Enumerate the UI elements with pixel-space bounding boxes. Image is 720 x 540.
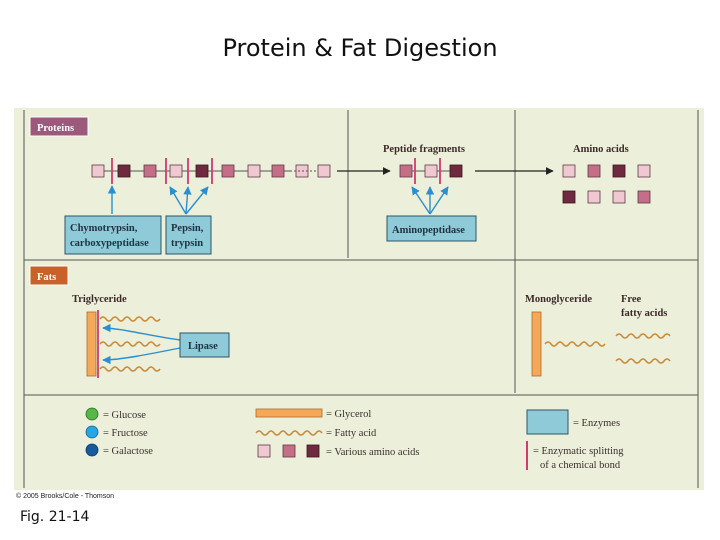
monoglyceride-label: Monoglyceride [525, 294, 592, 305]
fatty-acid [544, 341, 606, 347]
free-fatty-acid [615, 333, 671, 339]
legend-splitting-line2: of a chemical bond [540, 460, 621, 471]
figure-label: Fig. 21-14 [20, 509, 90, 525]
amino-acid [637, 164, 651, 178]
lipase-arrow [102, 347, 181, 365]
legend-galactose: = Galactose [103, 446, 153, 457]
enzyme-arrow [169, 186, 187, 215]
amino-dark-legend-icon [306, 444, 320, 458]
legend-glycerol: = Glycerol [326, 409, 371, 420]
enzyme-chymotrypsin-line1: Chymotrypsin, [70, 223, 138, 234]
lipase-arrow [102, 323, 181, 341]
copyright: © 2005 Brooks/Cole - Thomson [16, 493, 115, 500]
enzyme-box-chymotrypsin [64, 215, 162, 255]
amino-acid [143, 164, 157, 178]
protein-chain [91, 158, 331, 184]
amino-acid [424, 164, 438, 178]
legend-fructose: = Fructose [103, 428, 148, 439]
enzyme-box-aminopeptidase [386, 215, 477, 242]
amino-acid [587, 164, 601, 178]
amino-acid [117, 164, 131, 178]
legend-amino-acids: = Various amino acids [326, 447, 420, 458]
free-amino-acids [562, 164, 651, 204]
amino-acid [317, 164, 331, 178]
amino-acid [562, 190, 576, 204]
legend-glucose: = Glucose [103, 410, 146, 421]
amino-acid [221, 164, 235, 178]
legend-fatty-acid: = Fatty acid [326, 428, 377, 439]
free-fatty-acid [615, 358, 671, 364]
amino-light-legend-icon [257, 444, 271, 458]
amino-acid [587, 190, 601, 204]
peptide-fragments-label: Peptide fragments [383, 144, 465, 155]
enzyme-pepsin-line2: trypsin [171, 238, 203, 249]
free-fatty-acids-line1: Free [621, 294, 642, 305]
free-fatty-acids-line2: fatty acids [621, 308, 667, 319]
amino-acid [247, 164, 261, 178]
glycerol-legend-icon [255, 408, 323, 418]
amino-acid [612, 164, 626, 178]
proteins-tag: Proteins [37, 123, 74, 134]
amino-acid [562, 164, 576, 178]
fatty-acid-legend-icon [255, 430, 323, 436]
enzyme-arrow [185, 186, 209, 215]
amino-acid [91, 164, 105, 178]
amino-acid [195, 164, 209, 178]
enzyme-legend-icon [526, 409, 569, 435]
glycerol-bar [86, 311, 97, 377]
amino-acids-label: Amino acids [573, 144, 629, 155]
fructose-icon [85, 425, 99, 439]
amino-medium-legend-icon [282, 444, 296, 458]
amino-acid [169, 164, 183, 178]
monoglyceride-glycerol [531, 311, 542, 377]
enzyme-arrow [183, 186, 192, 215]
peptide-fragment [399, 158, 463, 184]
enzyme-pepsin-line1: Pepsin, [171, 223, 204, 234]
fatty-acid [99, 366, 161, 372]
fats-tag-bg [29, 265, 69, 286]
enzyme-box-lipase [179, 332, 230, 358]
legend-enzymes: = Enzymes [573, 418, 620, 429]
amino-acid [271, 164, 285, 178]
enzyme-arrow [429, 186, 449, 215]
fats-tag: Fats [37, 272, 56, 283]
triglyceride-label: Triglyceride [72, 294, 127, 305]
slide-title: Protein & Fat Digestion [222, 34, 498, 62]
amino-acid [399, 164, 413, 178]
amino-acid [612, 190, 626, 204]
fatty-acid [99, 316, 161, 322]
enzyme-arrow [411, 186, 431, 215]
fatty-acid [99, 341, 161, 347]
amino-acid [449, 164, 463, 178]
enzyme-chymotrypsin-line2: carboxypeptidase [70, 238, 149, 249]
amino-acid [637, 190, 651, 204]
legend-splitting-line1: = Enzymatic splitting [533, 446, 624, 457]
galactose-icon [85, 443, 99, 457]
enzyme-aminopeptidase: Aminopeptidase [392, 225, 465, 236]
proteins-tag-bg [29, 116, 89, 137]
glucose-icon [85, 407, 99, 421]
enzyme-lipase: Lipase [188, 341, 218, 352]
enzyme-box-pepsin [165, 215, 212, 255]
